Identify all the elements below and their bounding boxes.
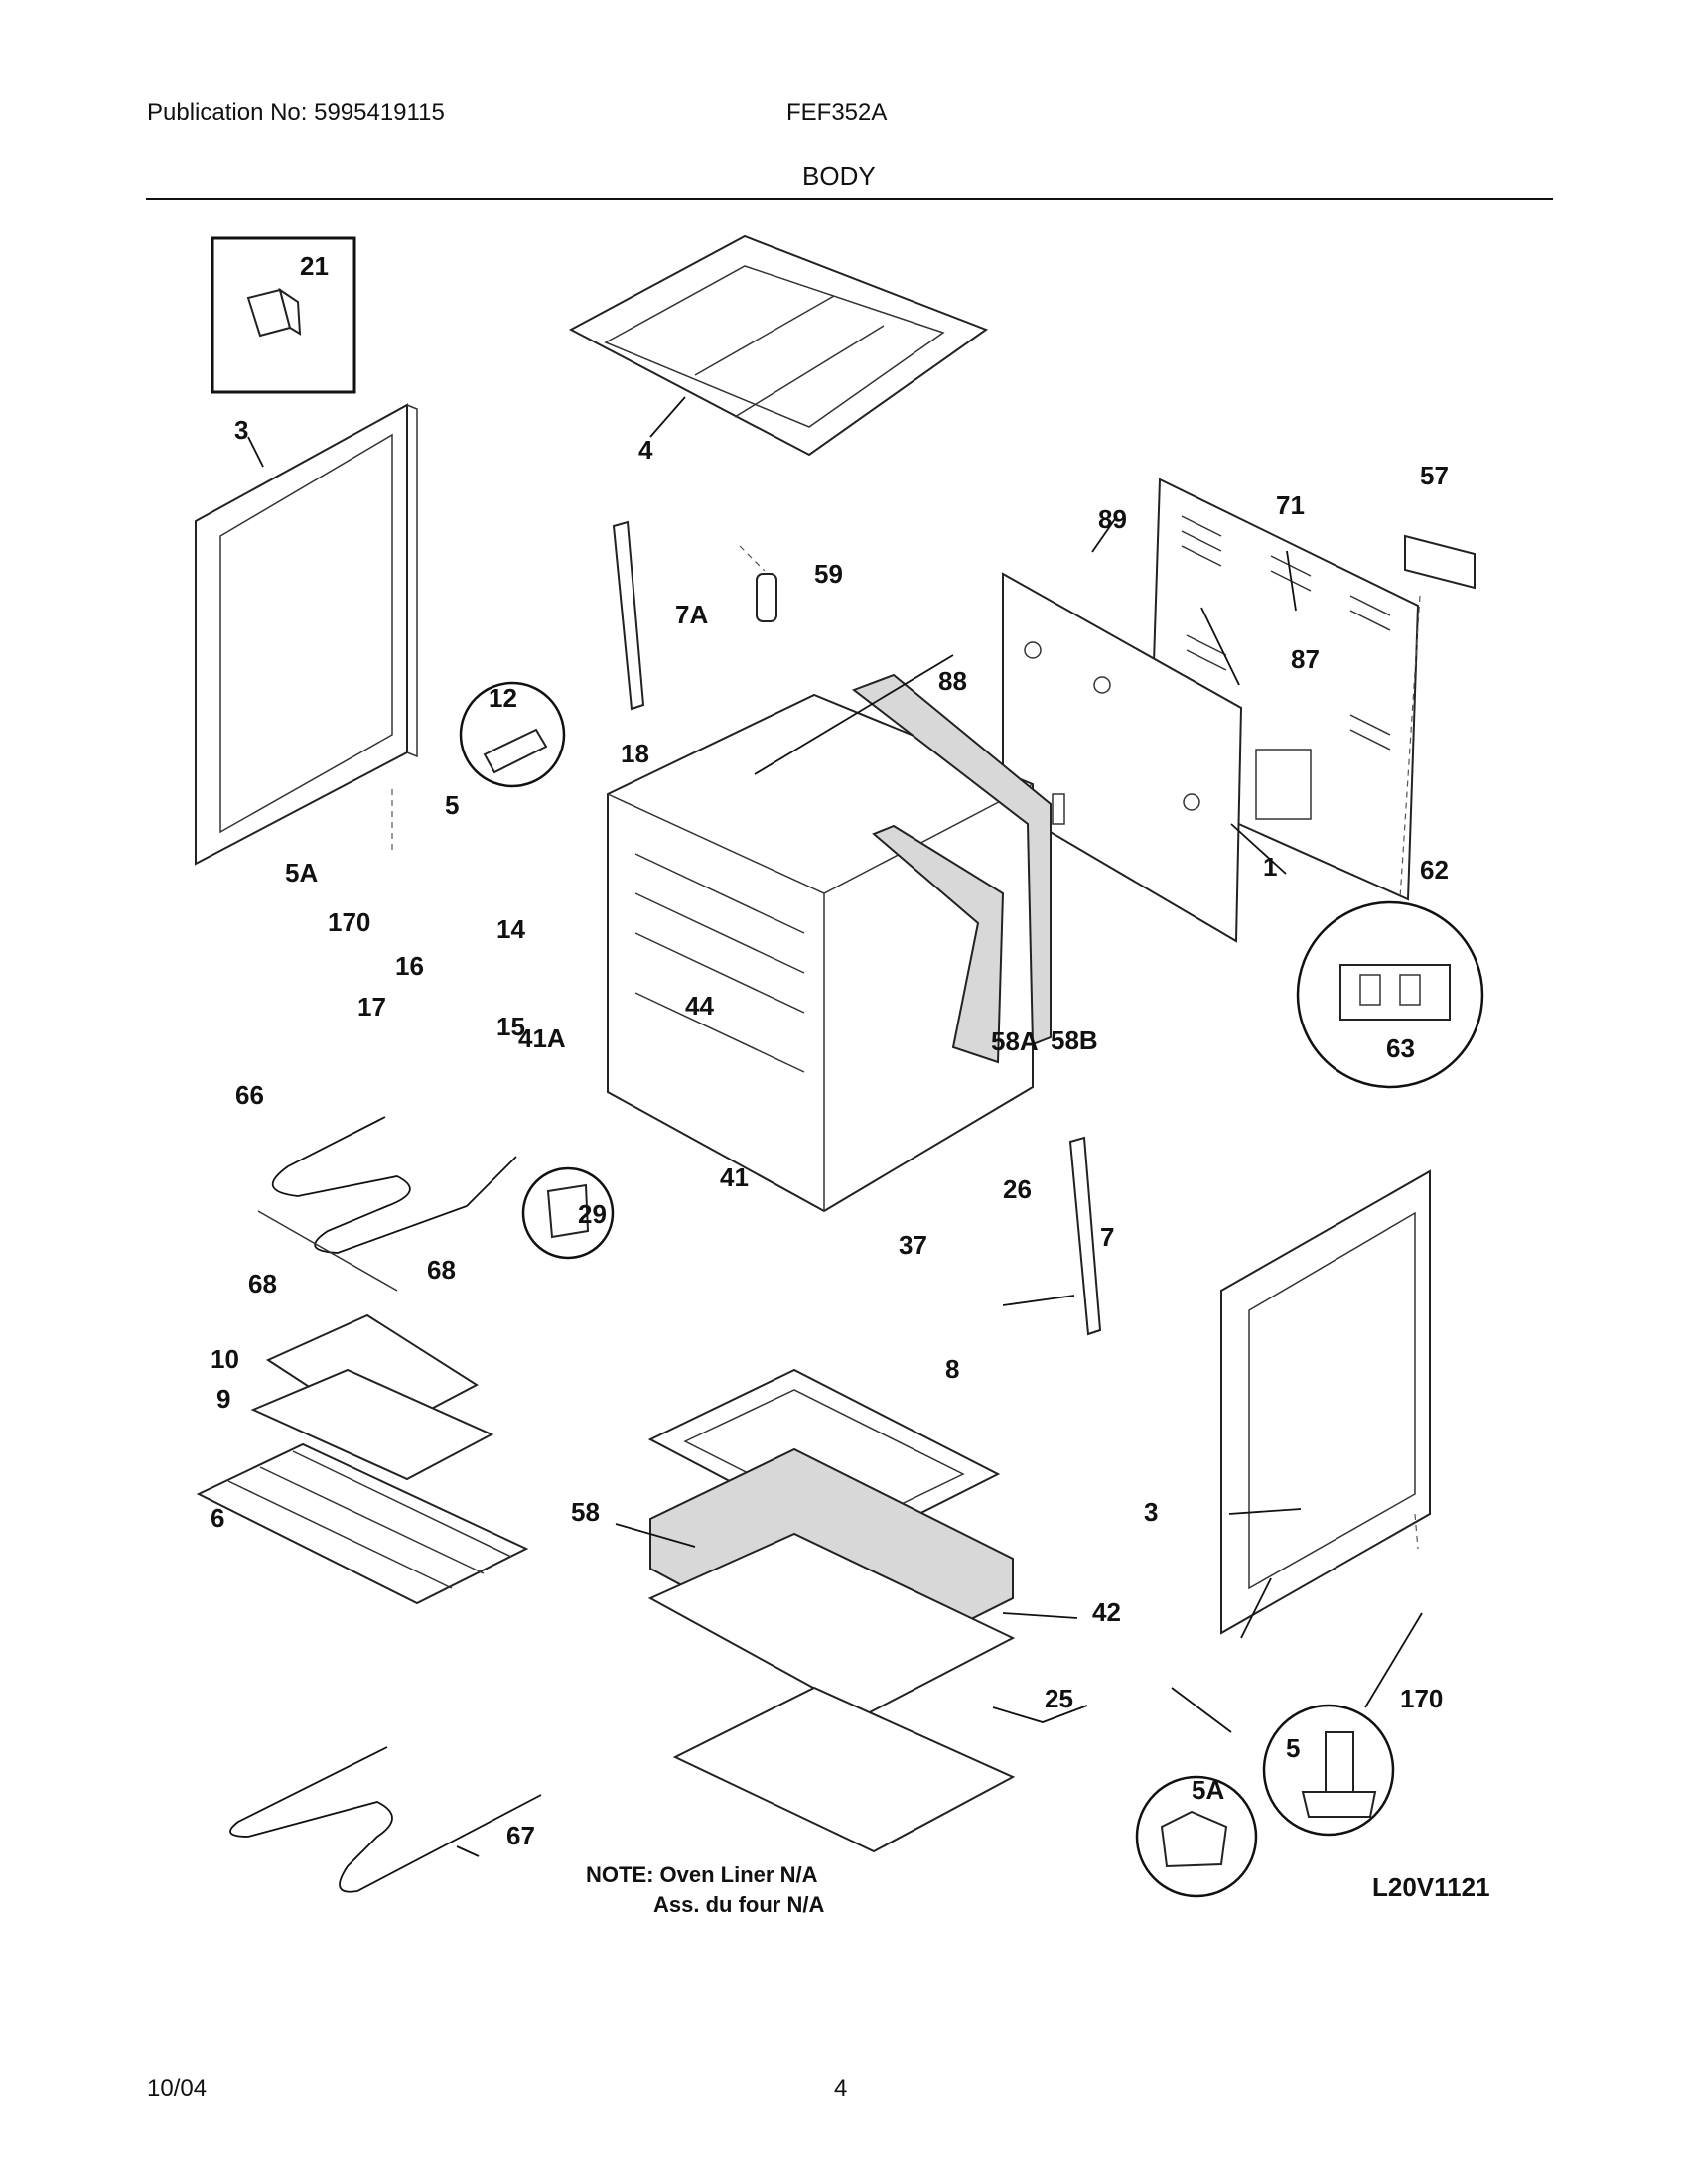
label-67: 67: [506, 1821, 535, 1850]
left-side-panel-part-3: [195, 403, 418, 866]
bottom-panel-part-42: [647, 1532, 1016, 1717]
label-63: 63: [1386, 1033, 1415, 1063]
broil-element-66: [271, 1116, 517, 1254]
label-42: 42: [1092, 1597, 1121, 1627]
label-3: 3: [234, 415, 248, 445]
label-41: 41: [720, 1162, 749, 1192]
part-21-inset: [211, 236, 356, 394]
part-29-detail: [521, 1166, 615, 1260]
page-number: 4: [834, 2075, 848, 2102]
label-5b: 5: [1286, 1733, 1300, 1763]
label-3b: 3: [1144, 1497, 1158, 1527]
label-10: 10: [211, 1344, 239, 1374]
label-21: 21: [300, 251, 329, 281]
label-18: 18: [621, 739, 649, 768]
label-87: 87: [1291, 644, 1320, 674]
label-17: 17: [357, 992, 386, 1022]
wire-part-88: [754, 654, 954, 775]
label-14: 14: [496, 914, 525, 944]
label-59: 59: [814, 559, 843, 589]
label-8: 8: [945, 1354, 959, 1384]
label-58A: 58A: [991, 1026, 1039, 1056]
label-62: 62: [1420, 855, 1449, 885]
label-37: 37: [899, 1230, 927, 1260]
part-12-detail: [459, 681, 566, 788]
leader-lines: [247, 396, 1423, 1857]
label-88: 88: [938, 666, 967, 696]
header-rule: [146, 198, 1553, 200]
oven-cavity: [607, 693, 1034, 1213]
insulation-58A: [872, 824, 1005, 1064]
publication-number: Publication No: 5995419115: [147, 99, 445, 126]
rack-support-7: [1068, 1136, 1102, 1336]
label-41A: 41A: [518, 1024, 566, 1053]
note-line-1: NOTE: Oven Liner N/A: [586, 1862, 818, 1887]
right-side-panel-part-3: [1220, 1169, 1431, 1635]
label-44: 44: [685, 991, 714, 1021]
drawer-bottom-part-25: [672, 1686, 1016, 1853]
label-7: 7: [1100, 1222, 1114, 1252]
label-57: 57: [1420, 461, 1449, 490]
leveling-leg-part-5-detail: [1262, 1704, 1395, 1837]
top-panel-part-4: [568, 234, 989, 457]
label-6: 6: [211, 1503, 224, 1533]
label-4: 4: [638, 435, 653, 465]
label-25: 25: [1045, 1684, 1073, 1713]
label-68b: 68: [427, 1255, 456, 1285]
label-9: 9: [216, 1384, 230, 1414]
model-number: FEF352A: [786, 99, 888, 126]
bake-element-part-67: [229, 1746, 542, 1893]
label-5: 5: [445, 790, 459, 820]
section-title: BODY: [802, 161, 876, 191]
part-labels: 21 3 4 57 71 89 59 7A 87 88 12 18 5 1 5A…: [211, 251, 1449, 1850]
oven-rack-part-6: [196, 1442, 529, 1605]
label-26: 26: [1003, 1174, 1032, 1204]
label-12: 12: [489, 683, 517, 713]
part-57-plate: [1404, 534, 1476, 590]
label-58: 58: [571, 1497, 600, 1527]
label-71: 71: [1276, 490, 1305, 520]
label-58B: 58B: [1051, 1025, 1098, 1055]
footer-date: 10/04: [147, 2075, 208, 2102]
label-5A: 5A: [285, 858, 318, 887]
figure-code: L20V1121: [1372, 1872, 1490, 1902]
label-170b: 170: [1400, 1684, 1443, 1713]
label-7A: 7A: [675, 600, 708, 629]
element-shield-68: [257, 1210, 398, 1292]
rear-frame-part-1: [1002, 572, 1243, 943]
label-89: 89: [1098, 504, 1127, 534]
label-5Ab: 5A: [1192, 1775, 1224, 1805]
label-15: 15: [496, 1012, 525, 1041]
rack-support-7A: [612, 520, 645, 711]
label-29: 29: [578, 1199, 607, 1229]
part-59-bushing: [756, 573, 777, 622]
note-line-2: Ass. du four N/A: [653, 1892, 825, 1917]
label-68a: 68: [248, 1269, 277, 1298]
broiler-pan-parts-9-10: [250, 1313, 494, 1481]
bracket-part-5A-detail: [1135, 1775, 1258, 1898]
label-16: 16: [395, 951, 424, 981]
insulation-58B: [851, 673, 1052, 1046]
label-170: 170: [328, 907, 370, 937]
label-66: 66: [235, 1080, 264, 1110]
label-1: 1: [1263, 852, 1277, 882]
part-62-detail: [1296, 900, 1484, 1089]
